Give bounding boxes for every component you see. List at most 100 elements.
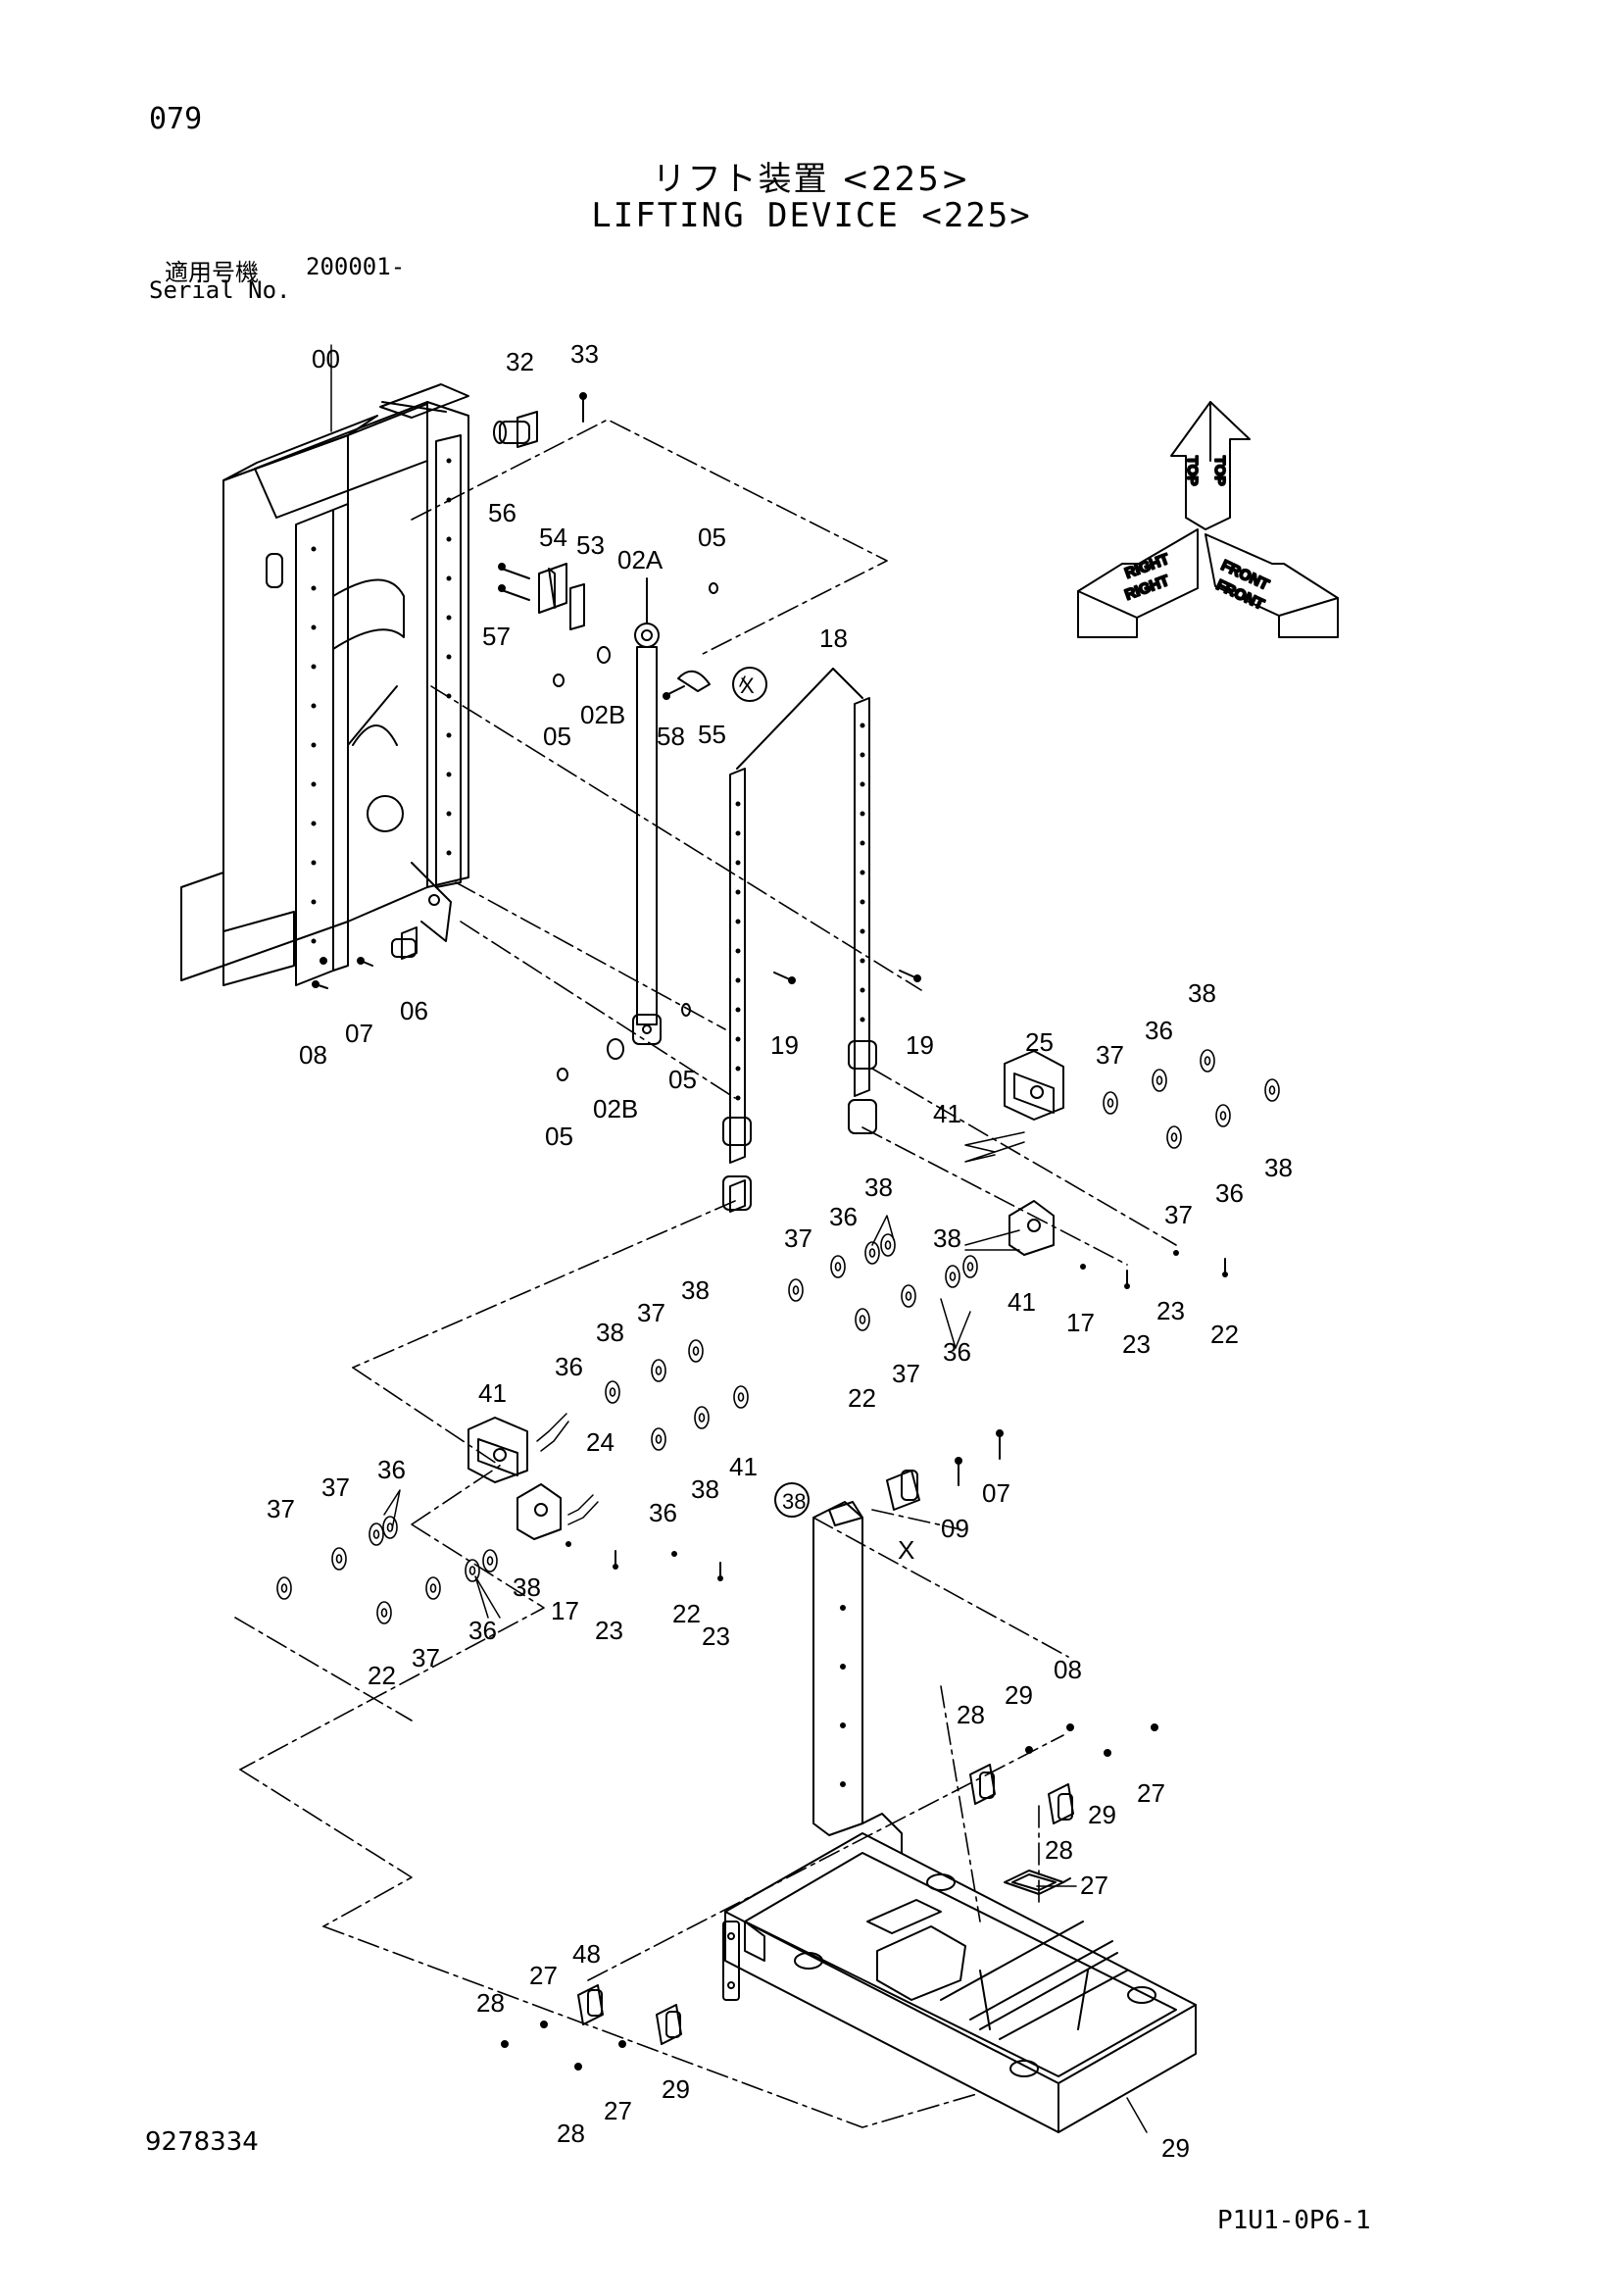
part-53-54-bracket	[498, 563, 585, 630]
part-17-bracket-upper	[1008, 1200, 1055, 1256]
callout-label: 38	[681, 1275, 710, 1305]
callout-label: 38	[864, 1173, 893, 1202]
callout-label: 38	[782, 1489, 806, 1514]
callout-label: 29	[1005, 1680, 1033, 1710]
callout-label: 36	[555, 1352, 583, 1381]
callout-label: 05	[698, 523, 726, 552]
serial-label-japanese: 適用号機	[165, 259, 259, 286]
callout-label: 48	[572, 1939, 601, 1969]
callout-label: 22	[1210, 1320, 1239, 1349]
part-24-bracket	[467, 1417, 528, 1483]
part-00-column-frame	[180, 383, 469, 986]
title-english: LIFTING DEVICE <225>	[591, 196, 1032, 235]
part-09-pin	[886, 1429, 1004, 1511]
callout-label: 05	[543, 722, 571, 751]
part-17-bracket-lower	[516, 1483, 562, 1540]
callout-label: 27	[1080, 1871, 1108, 1900]
alignment-guide-lines	[234, 419, 1177, 2128]
callout-label: 17	[551, 1596, 579, 1625]
callout-label: 28	[557, 2119, 585, 2148]
callout-label: 09	[941, 1514, 969, 1543]
callout-label: 02B	[580, 700, 625, 729]
callout-label: 36	[377, 1455, 406, 1484]
callout-label: 36	[943, 1337, 971, 1367]
callout-label: 41	[1008, 1287, 1036, 1317]
callout-label: 41	[478, 1378, 507, 1408]
callout-label: 29	[662, 2074, 690, 2104]
part-55-clip	[663, 670, 711, 700]
callout-label: 38	[933, 1223, 961, 1253]
connection-markers	[732, 667, 810, 1518]
callout-label: 28	[1045, 1835, 1073, 1865]
callout-label: 56	[488, 498, 516, 527]
callout-label: 23	[1156, 1296, 1185, 1325]
orientation-indicator	[1077, 401, 1339, 638]
part-26-vertical-post	[812, 1501, 903, 1854]
part-32-pin	[493, 392, 587, 448]
page-number: 079	[149, 102, 203, 136]
part-25-bracket	[1004, 1050, 1064, 1121]
callout-label: 36	[1145, 1016, 1173, 1045]
callout-label: 37	[412, 1643, 440, 1672]
callout-label: 38	[691, 1474, 719, 1504]
callout-label: 57	[482, 622, 511, 651]
callout-label: 18	[819, 624, 848, 653]
callout-labels: 00 32 33 56 54 53 02A 05 57 05 02B 58 55…	[267, 339, 1293, 2163]
callout-label: 24	[586, 1427, 615, 1457]
callout-label: 53	[576, 530, 605, 560]
callout-label: 36	[468, 1616, 497, 1645]
callout-label: 54	[539, 523, 567, 552]
callout-label: 27	[604, 2096, 632, 2125]
callout-label: 36	[649, 1498, 677, 1527]
callout-label: 19	[906, 1030, 934, 1060]
callout-label: 38	[1264, 1153, 1293, 1182]
rail-holes	[735, 723, 865, 1101]
orientation-top-label: TOP	[1184, 456, 1201, 486]
callout-label: 36	[829, 1202, 858, 1231]
part-06-pin	[312, 926, 418, 989]
callout-label: 27	[1137, 1778, 1165, 1808]
callout-label: 58	[657, 722, 685, 751]
callout-label: 37	[892, 1359, 920, 1388]
title-japanese: リフト装置 <225>	[652, 160, 971, 199]
callout-label: 22	[672, 1599, 701, 1628]
page-code: P1U1-0P6-1	[1217, 2206, 1371, 2235]
callout-label: 22	[848, 1383, 876, 1413]
part-02A-lift-cylinder	[553, 577, 718, 1081]
callout-label: 33	[570, 339, 599, 369]
orientation-top-label-mirror: TOP	[1211, 456, 1228, 486]
callout-label: 02A	[617, 545, 664, 574]
part-27-pins-right	[969, 1723, 1158, 1824]
callout-label: 32	[506, 347, 534, 376]
callout-label: 23	[595, 1616, 623, 1645]
callout-label: 41	[729, 1452, 758, 1481]
washers-and-shims	[276, 1049, 1280, 1624]
part-27-pins-left	[501, 1984, 682, 2071]
part-26-base-frame	[722, 1832, 1197, 2133]
callout-label: 05	[668, 1065, 697, 1094]
callout-label: X	[898, 1535, 914, 1565]
callout-label: 28	[476, 1988, 505, 2018]
callout-label: 25	[1025, 1027, 1054, 1057]
document-number: 9278334	[145, 2127, 259, 2157]
callout-label: 37	[784, 1223, 812, 1253]
part-18-slide-rails	[722, 668, 921, 1213]
serial-label-english: Serial No.	[149, 276, 291, 304]
callout-label: 37	[321, 1472, 350, 1502]
callout-label: 17	[1066, 1308, 1095, 1337]
callout-label: 02B	[593, 1094, 638, 1123]
callout-label: 00	[312, 344, 340, 374]
callout-label: 29	[1161, 2133, 1190, 2163]
callout-label: 55	[698, 720, 726, 749]
callout-label: 29	[1088, 1800, 1116, 1829]
callout-label: 19	[770, 1030, 799, 1060]
callout-label: 07	[345, 1019, 373, 1048]
callout-label: 41	[933, 1099, 961, 1128]
callout-label: 37	[1096, 1040, 1124, 1070]
callout-label: 28	[957, 1700, 985, 1729]
callout-label: 38	[596, 1318, 624, 1347]
serial-number-value: 200001-	[306, 253, 406, 280]
callout-label: 05	[545, 1122, 573, 1151]
callout-label: 08	[1054, 1655, 1082, 1684]
